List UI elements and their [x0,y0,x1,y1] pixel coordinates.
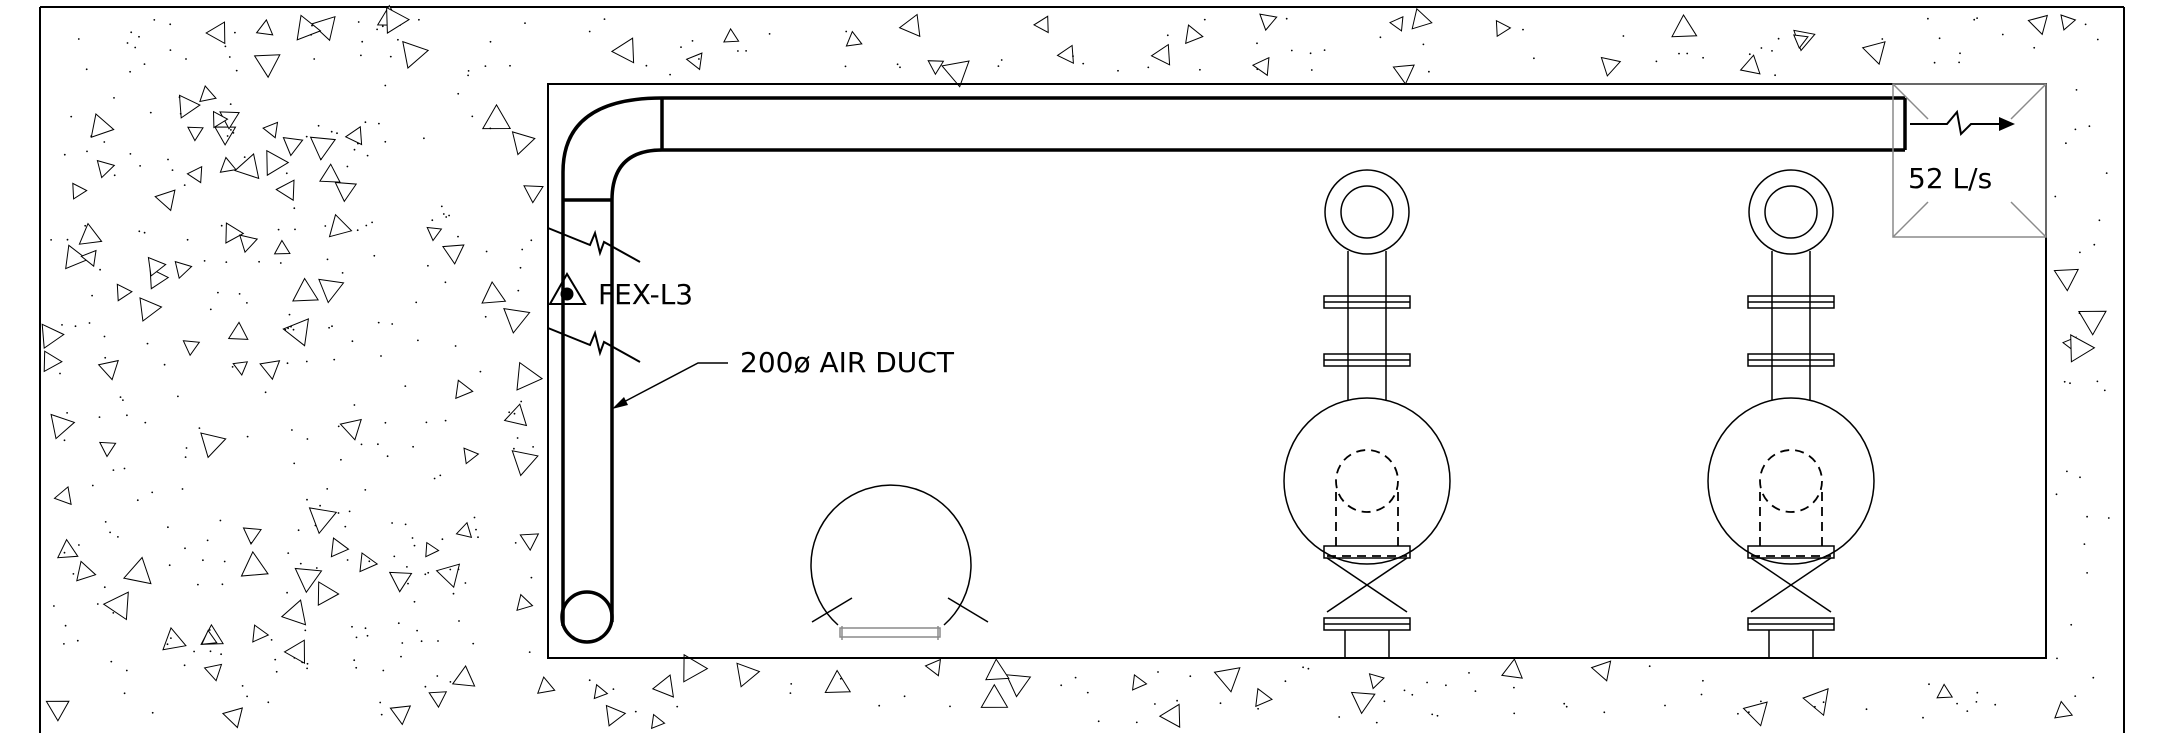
triangle-with-dot-icon [548,272,587,305]
pump-1 [1283,169,1451,658]
fan-tag: FEX-L3 [548,272,693,311]
zigzag-break-icon [547,227,641,363]
concrete-hatch-pattern [41,4,2110,730]
duct-label: 200ø AIR DUCT [740,346,955,379]
airflow-rate: 52 L/s [1908,162,1992,195]
exhaust-grille: 52 L/s [1892,83,2047,238]
fan-tag-label: FEX-L3 [598,278,693,311]
air-duct [547,96,1907,644]
arrow-right-icon [1910,109,2015,137]
concrete-wall [39,4,2125,733]
access-hatch [810,484,989,640]
plant-room-outline [547,83,2047,659]
pump-2 [1707,169,1875,658]
duct-leader: 200ø AIR DUCT [612,346,955,409]
